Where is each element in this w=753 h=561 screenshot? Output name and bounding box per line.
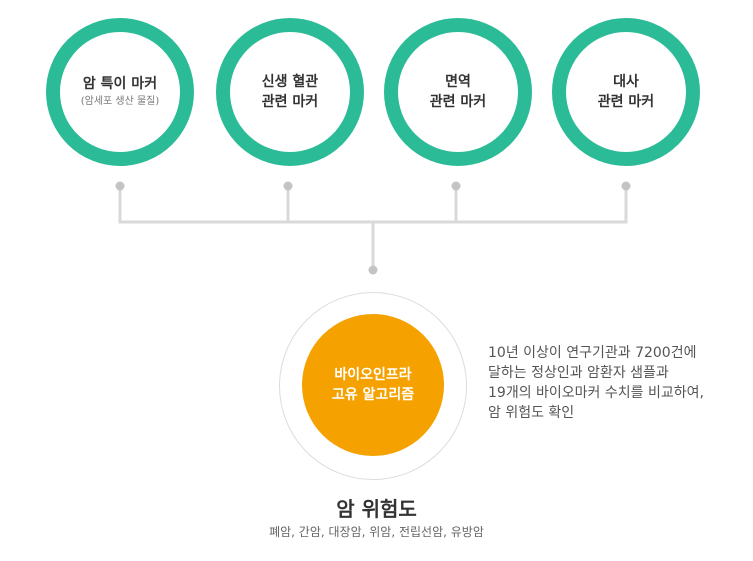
marker-title-line2: 관련 마커	[261, 94, 319, 110]
description-line: 19개의 바이오마커 수치를 비교하여,	[488, 385, 704, 401]
marker-title: 대사	[613, 74, 639, 90]
description-line: 암 위험도 확인	[488, 405, 575, 421]
connector-dot	[115, 181, 125, 191]
marker-title-line2: 관련 마커	[429, 94, 487, 110]
description-line: 10년 이상이 연구기관과 7200건에	[488, 345, 697, 361]
connector-dot	[283, 181, 293, 191]
marker-title-line2: 관련 마커	[597, 94, 655, 110]
core-title-line2: 고유 알고리즘	[331, 387, 415, 403]
description-text: 10년 이상이 연구기관과 7200건에 달하는 정상인과 암환자 샘플과 19…	[488, 343, 750, 423]
result-title: 암 위험도	[336, 497, 417, 521]
connector-dot	[451, 181, 461, 191]
marker-title: 면역	[445, 74, 471, 90]
marker-title: 암 특이 마커	[82, 76, 158, 92]
description-line: 달하는 정상인과 암환자 샘플과	[488, 365, 669, 381]
marker-title: 신생 혈관	[261, 74, 319, 90]
algorithm-core-circle: 바이오인프라 고유 알고리즘	[302, 314, 444, 456]
marker-circle-angiogenesis: 신생 혈관 관련 마커	[216, 18, 364, 166]
core-title-line1: 바이오인프라	[334, 367, 412, 383]
marker-subtitle: (암세포 생산 물질)	[80, 96, 160, 107]
connector-dot	[368, 265, 378, 275]
result-subtitle: 폐암, 간암, 대장암, 위암, 전립선암, 유방암	[269, 525, 484, 539]
connector-dot	[621, 181, 631, 191]
algorithm-outer-ring	[279, 292, 467, 480]
